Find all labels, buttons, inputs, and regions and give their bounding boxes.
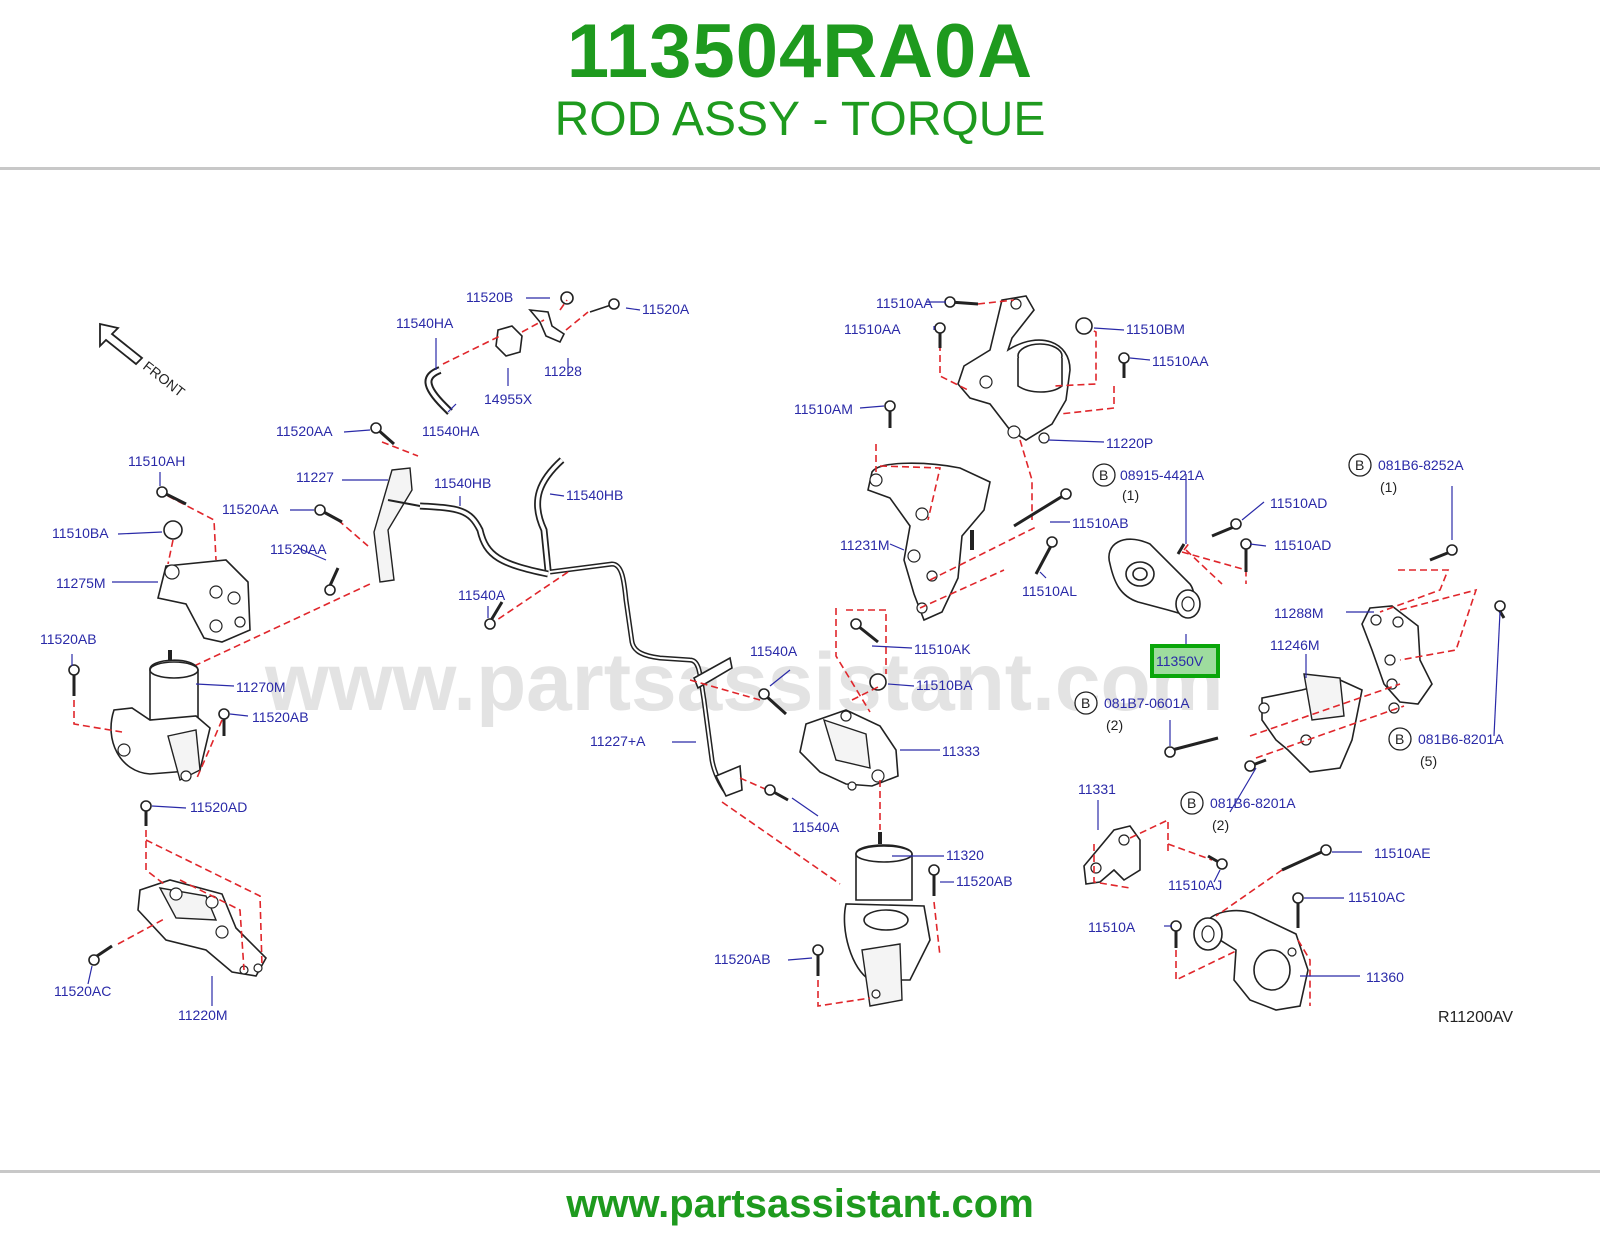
qty-081B6-8252A: (1) [1380,479,1397,495]
bracket-11246M [1258,673,1363,773]
callout-11510BA[interactable]: 11510BA [52,525,109,541]
callout-11331[interactable]: 11331 [1078,781,1116,797]
callout-11520AA[interactable]: 11520AA [276,423,333,439]
bolt-icons-center [758,296,1130,976]
callout-11520AB-4[interactable]: 11520AB [714,951,771,967]
callout-11540HA[interactable]: 11540HA [396,315,454,331]
callout-11510AK[interactable]: 11510AK [914,641,971,657]
callout-081B7-0601A[interactable]: 081B7-0601A [1104,695,1190,711]
callout-11510AC[interactable]: 11510AC [1348,889,1405,905]
callout-11510AD-2[interactable]: 11510AD [1274,537,1331,553]
callout-11540A[interactable]: 11540A [458,587,506,603]
header-divider [0,167,1600,170]
callout-11360[interactable]: 11360 [1366,969,1404,985]
callout-11540HB[interactable]: 11540HB [434,475,491,491]
callout-11520B[interactable]: 11520B [466,289,513,305]
callout-11510AA-3[interactable]: 11510AA [1152,353,1209,369]
callout-11270M[interactable]: 11270M [236,679,286,695]
qty-081B6-8201A-2: (2) [1212,817,1229,833]
callout-11228[interactable]: 11228 [544,363,582,379]
callout-11227[interactable]: 11227 [296,469,334,485]
front-label: FRONT [140,358,188,401]
mount-11275M [157,559,251,643]
qty-081B7-0601A: (2) [1106,717,1123,733]
callout-11510A[interactable]: 11510A [1088,919,1136,935]
mount-11360 [1193,909,1309,1011]
bubble-b-1: B [1099,467,1108,483]
torque-rod-11350V [1108,538,1201,619]
callout-11510AB[interactable]: 11510AB [1072,515,1129,531]
callout-11288M[interactable]: 11288M [1274,605,1324,621]
callout-11510AM[interactable]: 11510AM [794,401,853,417]
callout-11510AA-2[interactable]: 11510AA [844,321,901,337]
callout-11540HA-2[interactable]: 11540HA [422,423,480,439]
callout-11520A[interactable]: 11520A [642,301,690,317]
callout-11510AJ[interactable]: 11510AJ [1168,877,1222,893]
bubble-b-2: B [1355,457,1364,473]
callout-11510AL[interactable]: 11510AL [1022,583,1077,599]
bracket-11231M [867,462,991,622]
bracket-11227 [373,467,421,583]
callout-11510AA[interactable]: 11510AA [876,295,933,311]
callout-11246M[interactable]: 11246M [1270,637,1320,653]
watermark: www.partsassistant.com [264,637,1224,728]
bracket-11220P [957,295,1071,444]
bubble-b-3: B [1081,695,1090,711]
callout-11350V[interactable]: 11350V [1156,653,1204,669]
part-name: ROD ASSY - TORQUE [554,93,1046,146]
leader-lines [71,297,1501,1006]
mount-11220M [137,879,267,977]
mount-11320 [843,832,931,1007]
parts-diagram: www.partsassistant.com FRONT [0,180,1600,1165]
callout-11520AB[interactable]: 11520AB [40,631,97,647]
callout-11227A[interactable]: 11227+A [590,733,646,749]
b-bubbles [1074,453,1412,815]
mount-11333 [799,709,899,791]
hose-clip-group [424,291,620,415]
bracket-11331 [1083,825,1141,885]
callout-11220P[interactable]: 11220P [1106,435,1153,451]
callout-11520AB-2[interactable]: 11520AB [252,709,309,725]
callout-11320[interactable]: 11320 [946,847,984,863]
bubble-b-4: B [1395,731,1404,747]
callout-11510BA-2[interactable]: 11510BA [916,677,973,693]
footer-divider [0,1170,1600,1173]
front-arrow-icon [99,322,144,366]
callout-11520AD[interactable]: 11520AD [190,799,247,815]
footer-url[interactable]: www.partsassistant.com [566,1182,1034,1226]
callout-08915-4421A[interactable]: 08915-4421A [1120,467,1205,483]
callout-11275M[interactable]: 11275M [56,575,106,591]
header: 113504RA0A ROD ASSY - TORQUE [0,0,1600,168]
callout-081B6-8201A[interactable]: 081B6-8201A [1418,731,1504,747]
bubble-b-5: B [1187,795,1196,811]
callout-11520AA-2[interactable]: 11520AA [222,501,279,517]
reference-code: R11200AV [1438,1009,1513,1026]
callout-11540HB-2[interactable]: 11540HB [566,487,623,503]
callout-081B6-8201A-2[interactable]: 081B6-8201A [1210,795,1296,811]
callout-11231M[interactable]: 11231M [840,537,890,553]
bracket-11288M [1361,605,1433,714]
callout-11520AA-3[interactable]: 11520AA [270,541,327,557]
callout-11510AE[interactable]: 11510AE [1374,845,1431,861]
callout-11520AB-3[interactable]: 11520AB [956,873,1013,889]
callout-11520AC[interactable]: 11520AC [54,983,111,999]
qty-081B6-8201A: (5) [1420,753,1437,769]
qty-08915-4421A: (1) [1122,487,1139,503]
bolt-icons-left [68,422,504,966]
callout-11333[interactable]: 11333 [942,743,980,759]
callout-11510AH[interactable]: 11510AH [128,453,185,469]
diagram-canvas: www.partsassistant.com FRONT [40,289,1513,1026]
callout-11540A-2[interactable]: 11540A [750,643,798,659]
mount-11270M [110,650,211,782]
callout-14955X[interactable]: 14955X [484,391,533,407]
callout-11220M[interactable]: 11220M [178,1007,228,1023]
part-number: 113504RA0A [566,9,1034,94]
callout-11540A-3[interactable]: 11540A [792,819,840,835]
highlight-box [1150,644,1220,678]
callout-11510AD[interactable]: 11510AD [1270,495,1327,511]
callout-11510BM[interactable]: 11510BM [1126,321,1185,337]
callout-081B6-8252A[interactable]: 081B6-8252A [1378,457,1464,473]
